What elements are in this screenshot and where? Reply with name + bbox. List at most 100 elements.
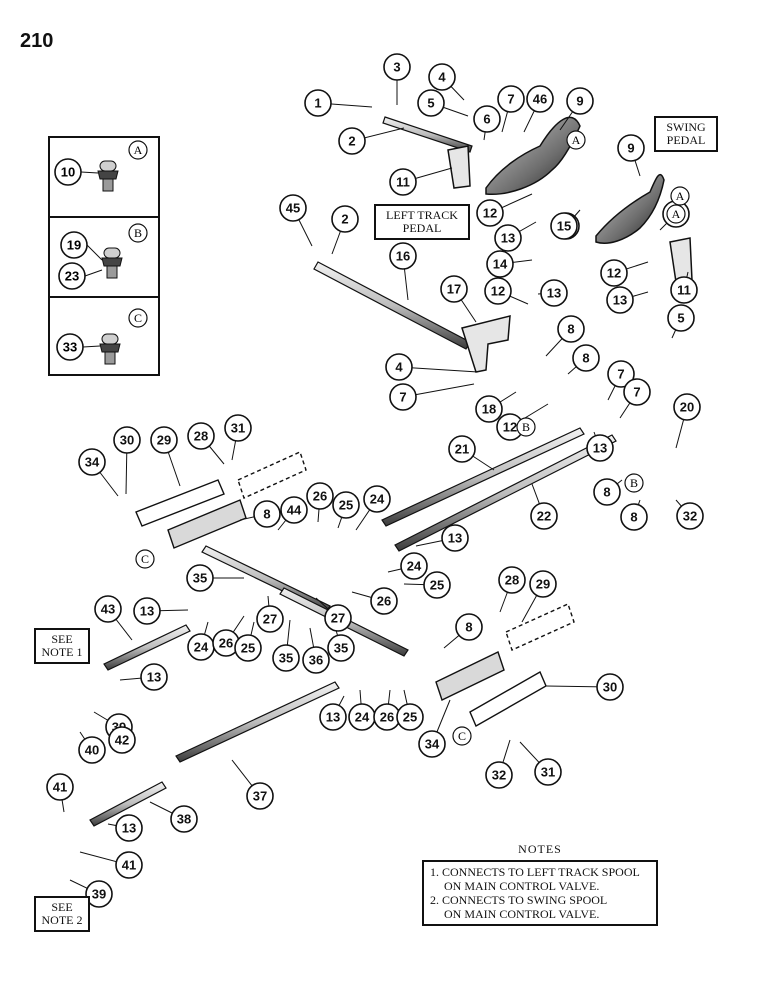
callout-31: 31 (224, 414, 252, 442)
callout-circle (593, 478, 621, 506)
callout-circle (140, 663, 168, 691)
callout-circle (113, 426, 141, 454)
callout-12: 12 (600, 259, 628, 287)
callout-circle (187, 422, 215, 450)
callout-29: 29 (150, 426, 178, 454)
swing-pedal-line2: PEDAL (666, 133, 706, 147)
callout-28: 28 (498, 566, 526, 594)
callout-number: 34 (425, 737, 440, 752)
callout-25: 25 (332, 491, 360, 519)
callout-2: 2 (331, 205, 359, 233)
callout-circle (423, 571, 451, 599)
legend-letter-circle (128, 223, 148, 243)
callout-8: 8 (572, 344, 600, 372)
see-note-2-line1: SEE (51, 900, 73, 914)
callout-6: 6 (473, 105, 501, 133)
legend-cell-b (50, 218, 158, 298)
callout-24: 24 (187, 633, 215, 661)
callout-circle (272, 644, 300, 672)
callout-35: 35 (327, 634, 355, 662)
callout-number: 29 (157, 433, 171, 448)
callout-number: 34 (85, 455, 100, 470)
letter-callout-a: A (670, 186, 690, 206)
callout-25: 25 (234, 634, 262, 662)
callout-24: 24 (363, 485, 391, 513)
callout-8: 8 (620, 503, 648, 531)
callout-circle (428, 63, 456, 91)
callout-circle (673, 393, 701, 421)
note-1-line-1: 1. CONNECTS TO LEFT TRACK SPOOL (430, 865, 640, 879)
callout-circle (596, 673, 624, 701)
callout-36: 36 (302, 646, 330, 674)
callout-42: 42 (108, 726, 136, 754)
callout-number: 24 (407, 559, 422, 574)
callout-number: 24 (194, 640, 209, 655)
callout-34: 34 (418, 730, 446, 758)
callout-circle (304, 89, 332, 117)
rod-38 (89, 781, 167, 827)
see-note-1-line2: NOTE 1 (41, 645, 83, 659)
callout-number: 12 (483, 206, 497, 221)
rod-21 (394, 434, 617, 552)
callout-circle (46, 773, 74, 801)
callout-number: 35 (334, 641, 348, 656)
callout-number: 18 (482, 402, 496, 417)
callout-7: 7 (607, 360, 635, 388)
callout-20: 20 (673, 393, 701, 421)
callout-number: 44 (287, 503, 302, 518)
callout-number: 21 (455, 442, 469, 457)
callout-circle (670, 276, 698, 304)
letter-callout-b: B (624, 473, 644, 493)
callout-circle (280, 496, 308, 524)
legend-part-number: 19 (67, 238, 81, 253)
callout-26: 26 (373, 703, 401, 731)
callout-circle (485, 761, 513, 789)
callout-30: 30 (113, 426, 141, 454)
see-note-2-line2: NOTE 2 (41, 913, 83, 927)
legend-letter-circle (128, 140, 148, 160)
callout-number: 15 (557, 219, 571, 234)
callout-26: 26 (306, 482, 334, 510)
bracket-11-left (447, 145, 471, 189)
callout-number: 29 (536, 577, 550, 592)
callout-39: 39 (85, 880, 113, 908)
callout-number: 13 (547, 286, 561, 301)
bracket-11-right (669, 237, 693, 283)
callout-number: 6 (483, 112, 490, 127)
grease-fitting-thread (106, 265, 118, 279)
callout-number: 13 (147, 670, 161, 685)
callout-number: 5 (427, 96, 434, 111)
legend-letter: A (134, 143, 143, 157)
rod-20 (381, 427, 585, 527)
callout-32: 32 (485, 761, 513, 789)
callout-circle (115, 851, 143, 879)
callout-number: 24 (370, 492, 385, 507)
callout-number: 13 (448, 531, 462, 546)
letter-text: C (458, 729, 466, 743)
callout-number: 46 (533, 92, 547, 107)
label-swing-pedal: SWING PEDAL (654, 116, 718, 152)
letter-callout-a: A (666, 204, 686, 224)
callout-number: 25 (403, 710, 417, 725)
callout-circle (526, 85, 554, 113)
callout-number: 30 (120, 433, 134, 448)
leader-lines (59, 67, 691, 895)
letter-circle (566, 130, 586, 150)
callout-number: 41 (122, 858, 136, 873)
callout-number: 8 (567, 322, 574, 337)
callout-9: 9 (566, 87, 594, 115)
callout-circle (370, 587, 398, 615)
callout-number: 22 (537, 509, 551, 524)
callout-5: 5 (417, 89, 445, 117)
callout-2: 2 (338, 127, 366, 155)
callout-circle (78, 448, 106, 476)
grease-fitting-head (101, 333, 119, 345)
callout-8: 8 (593, 478, 621, 506)
callout-circle (530, 502, 558, 530)
note-2-line-1: 2. CONNECTS TO SWING SPOOL (430, 893, 608, 907)
callout-7: 7 (623, 378, 651, 406)
callout-number: 24 (355, 710, 370, 725)
callout-13: 13 (540, 279, 568, 307)
callout-number: 39 (92, 887, 106, 902)
swing-pedal-line1: SWING (666, 120, 706, 134)
